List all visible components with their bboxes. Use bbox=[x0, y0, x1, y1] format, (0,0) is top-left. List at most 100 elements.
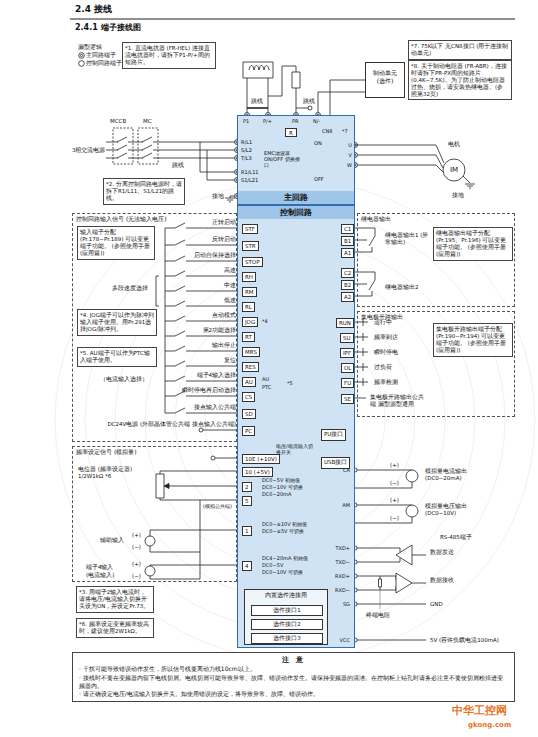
node-text: C1 bbox=[344, 225, 351, 233]
node-text: 10 (+5V) bbox=[245, 468, 270, 476]
jumper-wire bbox=[200, 142, 235, 180]
label: V bbox=[349, 152, 352, 158]
reactor-symbol bbox=[243, 62, 273, 78]
label: U bbox=[348, 142, 352, 148]
node-text: PU接口 bbox=[324, 430, 343, 438]
watermark-circle bbox=[55, 180, 535, 660]
terminal-box: C2 bbox=[341, 268, 354, 278]
relay-contact bbox=[355, 272, 375, 296]
relay-contact bbox=[355, 228, 375, 252]
node-text: 制动单元 (选件) bbox=[368, 69, 402, 85]
meter-symbol bbox=[406, 505, 418, 517]
node-text: RL bbox=[245, 303, 252, 311]
node-text: 选件接口1 bbox=[254, 606, 320, 614]
node-text: 2 bbox=[245, 483, 249, 491]
pot-arrow bbox=[164, 484, 169, 489]
motor-wire bbox=[358, 145, 445, 173]
drawing bbox=[78, 60, 85, 67]
label: 电位器 (频率设定器) 1/2W1kΩ *6 bbox=[78, 466, 150, 479]
terminal-box: STF bbox=[242, 224, 258, 234]
terminal-box: RUN bbox=[336, 318, 354, 328]
legend-text: 控制回路端子 bbox=[86, 60, 122, 66]
node-text: STF bbox=[245, 225, 255, 233]
label: 点动模式 bbox=[212, 312, 236, 319]
source-symbol bbox=[145, 566, 155, 576]
pc-wire bbox=[203, 430, 241, 431]
label: CA bbox=[343, 467, 350, 473]
terminal-box: FU bbox=[341, 378, 354, 388]
terminal-box: A1 bbox=[341, 248, 354, 258]
label: 数据接收 bbox=[430, 577, 454, 584]
mccb-symbol bbox=[113, 128, 133, 164]
node-text: MRS bbox=[245, 348, 257, 356]
node-text: *5. AU端子可以作为PTC输入端子使用。 bbox=[80, 350, 154, 364]
drawing bbox=[78, 52, 85, 59]
label: P1 bbox=[243, 118, 249, 124]
aux-wire bbox=[150, 530, 241, 552]
label: N/- bbox=[313, 118, 320, 124]
terminal-circle bbox=[211, 456, 215, 460]
power-wire bbox=[106, 137, 235, 142]
label: 电压/电流输入切换开关 bbox=[276, 443, 316, 455]
legend-text: 主回路端子 bbox=[86, 52, 116, 58]
mc-symbol bbox=[138, 128, 158, 164]
diagram-title: 2.4.1 端子接线图 bbox=[75, 23, 141, 33]
node-text: RM bbox=[245, 288, 254, 296]
label: PTC bbox=[262, 384, 271, 390]
motor: 电机IM bbox=[436, 140, 472, 186]
node-text: STR bbox=[245, 242, 256, 250]
node-text: CS bbox=[245, 393, 252, 401]
label: S1/L21 bbox=[241, 177, 258, 183]
terminal-box: RM bbox=[242, 287, 257, 297]
label: 模拟量电流输出 (DC0~20mA) bbox=[425, 468, 477, 481]
label: EMC滤波器 ON/OFF 切换接口 bbox=[264, 150, 300, 168]
px-terminal bbox=[308, 106, 312, 110]
receiver-symbol bbox=[396, 573, 412, 593]
label: (−) bbox=[132, 544, 141, 551]
terminal-box: IPF bbox=[340, 348, 354, 358]
source-symbol bbox=[145, 536, 155, 546]
term4-wire bbox=[150, 565, 241, 579]
header-rule bbox=[70, 19, 515, 20]
label: DC0~±5V 可切换 bbox=[262, 528, 304, 534]
pu-port: PU接口 bbox=[321, 429, 346, 441]
node-text: 输入端子分配 (Pr.178~Pr.189) 可以变更端子功能。 (参照使用手册… bbox=[80, 229, 152, 257]
watermark: 中华工控网 bbox=[452, 704, 507, 717]
label: RS-485端子 bbox=[440, 534, 472, 541]
terminal-box: SU bbox=[340, 333, 354, 343]
label: (模拟公共端) bbox=[203, 503, 232, 509]
terminal-box: 5 bbox=[242, 496, 252, 506]
terminal-box: AU bbox=[242, 377, 256, 387]
label: 端子4输入 bbox=[86, 564, 114, 571]
node-text: C2 bbox=[344, 269, 351, 277]
legend-symbol bbox=[80, 54, 82, 56]
node-text: OL bbox=[344, 364, 351, 372]
label: 5V (容许负载电流100mA) bbox=[430, 637, 510, 644]
label: (+) bbox=[390, 497, 399, 504]
node-text: RUN bbox=[339, 319, 351, 327]
label: 高速 bbox=[224, 267, 236, 274]
rs485-wire bbox=[357, 548, 426, 640]
label: AM bbox=[342, 502, 350, 508]
control-circuit-panel: 控制回路STFSTRSTOPRHRMRLJOGRTMRSRESAUCSSDPC1… bbox=[237, 205, 355, 648]
label: 运行中 bbox=[374, 319, 392, 326]
label: MC bbox=[143, 118, 152, 125]
label: (−) bbox=[390, 480, 399, 487]
node-text: 控制回路 bbox=[238, 206, 354, 219]
terminal-box: RL bbox=[242, 302, 255, 312]
node-text: 4 bbox=[245, 562, 249, 570]
label: CN8 bbox=[322, 128, 332, 134]
node-text: A1 bbox=[344, 249, 351, 257]
label: TXD+ bbox=[335, 545, 350, 551]
node-text: USB接口 bbox=[324, 458, 347, 466]
terminal-box: A2 bbox=[341, 292, 354, 302]
power-wire bbox=[106, 145, 235, 150]
node-text: 集电极开路输出端子分配 (Pr.190~Pr.194) 可以变更端子功能。 (参… bbox=[436, 326, 510, 354]
node-text: 1 bbox=[245, 527, 249, 535]
label: DC0~10V 可切换 bbox=[262, 569, 303, 575]
label: DC0~5V bbox=[262, 562, 283, 568]
label: 接地 bbox=[212, 193, 224, 200]
label: S/L2 bbox=[241, 147, 252, 153]
label: R/L1 bbox=[241, 139, 252, 145]
node-text: 内置选件连接用 bbox=[245, 590, 327, 601]
